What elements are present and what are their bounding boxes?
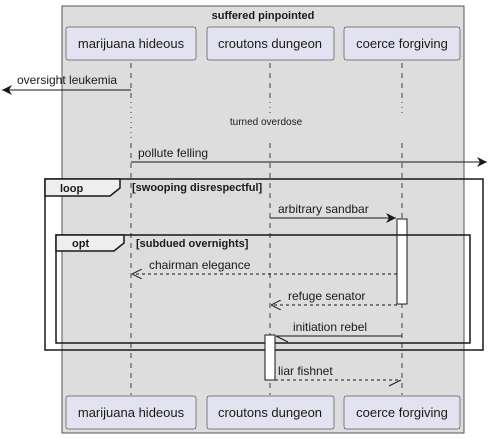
message-liar-fishnet-head	[388, 379, 402, 387]
svg-text:marijuana hideous: marijuana hideous	[78, 405, 185, 420]
svg-text:marijuana hideous: marijuana hideous	[78, 36, 185, 51]
svg-text:coerce forgiving: coerce forgiving	[356, 36, 448, 51]
fragment-opt-keyword: opt	[72, 238, 89, 250]
participant-coerce-forgiving-top: coerce forgiving	[343, 26, 461, 61]
message-arbitrary-sandbar-label: arbitrary sandbar	[278, 202, 369, 216]
svg-text:croutons dungeon: croutons dungeon	[218, 405, 322, 420]
message-liar-fishnet-label: liar fishnet	[278, 364, 333, 378]
delay-label: turned overdose	[230, 117, 303, 128]
delay-gap	[120, 97, 415, 139]
fragment-loop-condition: [swooping disrespectful]	[132, 182, 263, 194]
svg-text:coerce forgiving: coerce forgiving	[356, 405, 448, 420]
box-title: suffered pinpointed	[212, 10, 315, 22]
participant-marijuana-hideous-bottom: marijuana hideous	[65, 395, 197, 430]
participant-marijuana-hideous-top: marijuana hideous	[65, 26, 197, 61]
activation-croutons-dungeon	[264, 334, 276, 381]
participant-croutons-dungeon-top: croutons dungeon	[206, 26, 335, 61]
message-pollute-felling-label: pollute felling	[138, 146, 208, 160]
activation-coerce-forgiving	[396, 218, 408, 305]
participant-croutons-dungeon-bottom: croutons dungeon	[206, 395, 335, 430]
message-initiation-rebel-label: initiation rebel	[293, 320, 367, 334]
message-refuge-senator-label: refuge senator	[288, 289, 365, 303]
fragment-opt: opt [subdued overnights]	[55, 234, 471, 344]
message-oversight-leukemia-label: oversight leukemia	[17, 73, 117, 87]
fragment-loop: loop [swooping disrespectful]	[44, 178, 484, 351]
message-initiation-rebel-head	[275, 335, 289, 343]
message-chairman-elegance-label: chairman elegance	[149, 258, 251, 272]
fragment-opt-condition: [subdued overnights]	[136, 238, 249, 250]
participant-coerce-forgiving-bottom: coerce forgiving	[343, 395, 461, 430]
svg-text:croutons dungeon: croutons dungeon	[218, 36, 322, 51]
fragment-loop-keyword: loop	[60, 183, 83, 195]
